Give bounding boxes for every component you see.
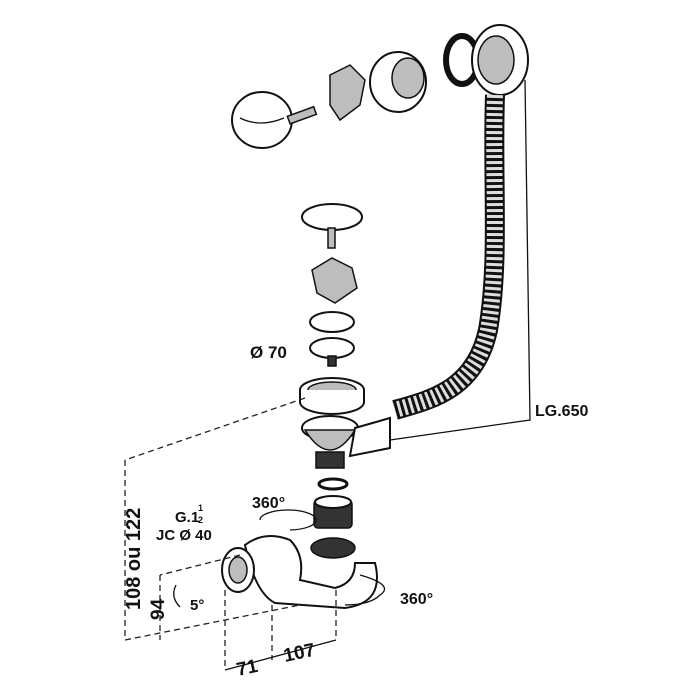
trap xyxy=(221,535,378,610)
dimension-lines xyxy=(124,397,337,671)
rotation-arrow-side xyxy=(344,574,386,606)
seal-label: JC Ø 40 xyxy=(156,527,212,544)
overflow-bracket xyxy=(329,64,366,122)
drain-body xyxy=(301,415,391,469)
overflow-cover xyxy=(231,91,318,149)
cable-length-label: LG.650 xyxy=(535,403,588,420)
spring-clip-ring xyxy=(309,311,355,333)
thread-label: G.1 xyxy=(175,509,199,526)
drain-plug xyxy=(301,203,363,249)
rotation-top-label: 360° xyxy=(252,495,285,512)
strainer-grid xyxy=(309,337,355,367)
plug-cross-piece xyxy=(311,257,358,304)
height-outlet-label: 94 xyxy=(148,598,169,620)
corrugated-hose xyxy=(392,94,505,420)
control-cable xyxy=(389,79,531,441)
sealing-washer xyxy=(317,477,349,491)
overflow-ring xyxy=(369,51,427,113)
diameter-cap-label: Ø 70 xyxy=(250,343,287,362)
height-total-label: 108 ou 122 xyxy=(123,508,145,610)
angle-arrow xyxy=(173,584,181,608)
angle-label: 5° xyxy=(190,597,204,614)
thread-fraction-denominator: 2 xyxy=(198,515,203,525)
rotation-arrow-top xyxy=(259,509,317,531)
width-2-label: 107 xyxy=(282,640,317,667)
rotation-side-label: 360° xyxy=(400,591,433,608)
drain-flange xyxy=(299,377,365,415)
thread-fraction-numerator: 1 xyxy=(198,503,203,513)
overflow-body xyxy=(471,24,529,96)
width-1-label: 71 xyxy=(235,656,260,681)
union-nut xyxy=(313,495,353,529)
